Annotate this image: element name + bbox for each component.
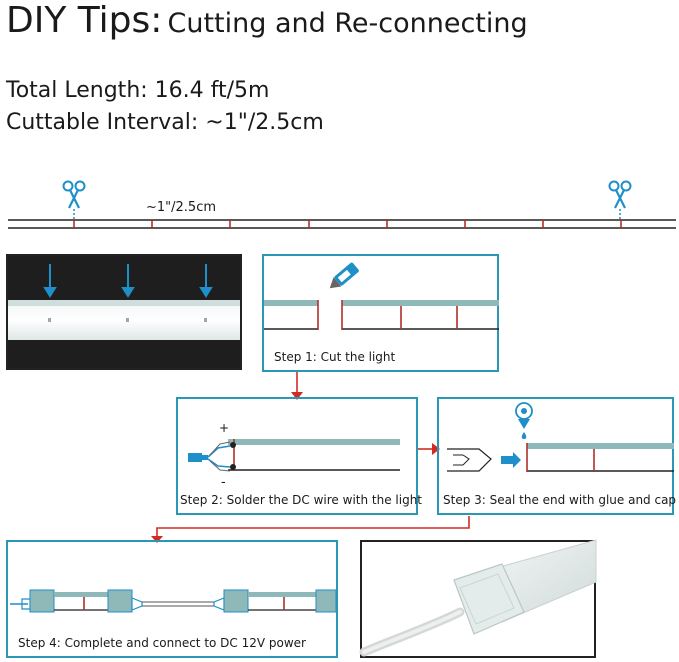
step4-panel: Step 4: Complete and connect to DC 12V p… — [6, 540, 338, 658]
end-cap-icon — [447, 448, 492, 472]
solder-point-plus — [230, 442, 236, 448]
photo-panel-strip — [6, 254, 242, 370]
step4-diagram — [10, 589, 337, 613]
total-length-text: Total Length: 16.4 ft/5m — [6, 78, 270, 103]
step4-caption: Step 4: Complete and connect to DC 12V p… — [18, 636, 306, 650]
step2-diagram — [188, 439, 400, 472]
cut-marks — [73, 220, 622, 228]
step3-panel: Step 3: Seal the end with glue and cap — [437, 397, 677, 515]
step2-caption: Step 2: Solder the DC wire with the ligh… — [180, 493, 423, 507]
solder-point-minus — [230, 464, 236, 470]
flow-arrows — [156, 372, 470, 536]
scissors-icon — [62, 180, 86, 220]
scissors-icon — [608, 180, 632, 220]
ruler-strip — [8, 219, 676, 229]
step3-diagram — [447, 402, 674, 472]
polarity-plus: + — [219, 421, 230, 435]
step1-caption: Step 1: Cut the light — [274, 350, 396, 364]
step1-diagram — [264, 262, 499, 330]
cuttable-interval-text: Cuttable Interval: ~1"/2.5cm — [6, 110, 324, 135]
photo-panel-endcap — [359, 539, 597, 658]
polarity-minus: - — [221, 475, 226, 490]
utility-knife-icon — [329, 262, 359, 289]
insert-arrow — [501, 452, 521, 468]
dc-plug-icon — [188, 441, 231, 472]
step3-caption: Step 3: Seal the end with glue and cap — [443, 493, 677, 507]
interval-label: ~1"/2.5cm — [146, 200, 217, 215]
glue-bottle-icon — [515, 402, 533, 439]
page-title: DIY Tips: Cutting and Re-connecting — [6, 0, 528, 41]
arrow-heads — [151, 392, 440, 543]
title-sub: Cutting and Re-connecting — [167, 8, 528, 39]
title-main: DIY Tips: — [6, 0, 163, 41]
step2-panel: + - Step 2: Solder the DC wire with the … — [176, 397, 422, 515]
endcap-photo — [359, 539, 597, 657]
strip-photo — [8, 264, 240, 340]
step1-panel: Step 1: Cut the light — [262, 254, 499, 372]
